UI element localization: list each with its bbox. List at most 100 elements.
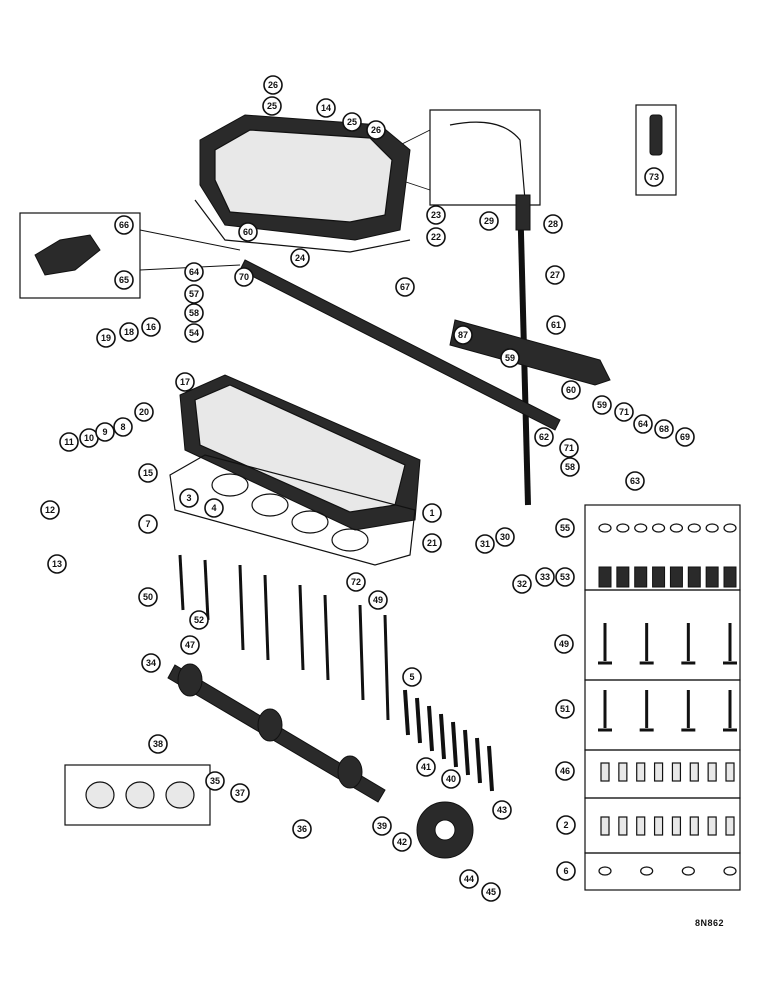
callout-label: 2 [563,820,568,830]
callout-32: 32 [512,574,532,594]
callout-label: 42 [397,837,407,847]
callout-4: 4 [204,498,224,518]
callout-34: 34 [141,653,161,673]
callout-33: 33 [535,567,555,587]
callout-62: 62 [534,427,554,447]
callout-label: 14 [321,103,331,113]
callout-59: 59 [500,348,520,368]
callout-label: 45 [486,887,496,897]
callout-label: 65 [119,275,129,285]
callout-label: 21 [427,538,437,548]
kit-part [687,566,701,588]
callout-label: 35 [210,776,220,786]
callout-50: 50 [138,587,158,607]
parts-kit-panel [584,504,741,891]
callout-15: 15 [138,463,158,483]
kit-part [651,523,666,533]
callout-13: 13 [47,554,67,574]
callout-12: 12 [40,500,60,520]
rocker-shaft [239,259,611,431]
callout-49: 49 [368,590,388,610]
callout-label: 72 [351,577,361,587]
callout-87: 87 [453,325,473,345]
callout-22: 22 [426,227,446,247]
callout-label: 4 [211,503,216,513]
callout-label: 66 [119,220,129,230]
callout-19: 19 [96,328,116,348]
callout-label: 60 [243,227,253,237]
callout-label: 71 [619,407,629,417]
callout-36: 36 [292,819,312,839]
callout-57: 57 [184,284,204,304]
callout-label: 10 [84,433,94,443]
callout-label: 51 [560,704,570,714]
callout-6: 6 [556,861,576,881]
callout-49: 49 [554,634,574,654]
callout-label: 24 [295,253,305,263]
callout-label: 60 [566,385,576,395]
callout-71: 71 [614,402,634,422]
callout-label: 49 [559,639,569,649]
callout-54: 54 [184,323,204,343]
callout-38: 38 [148,734,168,754]
pushrods [403,689,494,792]
callout-label: 29 [484,216,494,226]
valve-cover [194,114,411,253]
callout-31: 31 [475,534,495,554]
callout-71: 71 [559,438,579,458]
callout-25: 25 [262,96,282,116]
callout-label: 9 [102,427,107,437]
callout-43: 43 [492,800,512,820]
kit-part [689,762,699,782]
callout-63: 63 [625,471,645,491]
callout-25: 25 [342,112,362,132]
callout-label: 3 [186,493,191,503]
callout-label: 57 [189,289,199,299]
callout-label: 39 [377,821,387,831]
callout-label: 58 [189,308,199,318]
callout-label: 12 [45,505,55,515]
callout-52: 52 [189,610,209,630]
callout-58: 58 [560,457,580,477]
kit-part [705,523,719,533]
kit-part [634,566,648,588]
callout-44: 44 [459,869,479,889]
callout-label: 61 [551,320,561,330]
callout-11: 11 [59,432,79,452]
callout-14: 14 [316,98,336,118]
kit-part [598,566,612,588]
kit-part [705,566,719,588]
kit-part [723,523,737,533]
kit-part [723,866,737,876]
callout-3: 3 [179,488,199,508]
callout-label: 8 [120,422,125,432]
callout-label: 41 [421,762,431,772]
callout-label: 31 [480,539,490,549]
callout-label: 25 [347,117,357,127]
camshaft [167,663,386,803]
callout-label: 32 [517,579,527,589]
callout-26: 26 [366,120,386,140]
callout-label: 7 [145,519,150,529]
callout-55: 55 [555,518,575,538]
inset-bushing-box [64,764,211,826]
callout-label: 59 [505,353,515,363]
callout-label: 37 [235,788,245,798]
kit-part [618,816,628,836]
kit-part [681,866,695,876]
kit-part [725,762,735,782]
callout-label: 43 [497,805,507,815]
kit-part [616,566,630,588]
callout-label: 73 [649,172,659,182]
callout-35: 35 [205,771,225,791]
kit-part [639,690,654,732]
callout-label: 55 [560,523,570,533]
callout-label: 27 [550,270,560,280]
kit-part [598,866,612,876]
kit-part [671,816,682,836]
callout-70: 70 [234,267,254,287]
callout-23: 23 [426,205,446,225]
callout-label: 40 [446,774,456,784]
callout-label: 6 [563,866,568,876]
